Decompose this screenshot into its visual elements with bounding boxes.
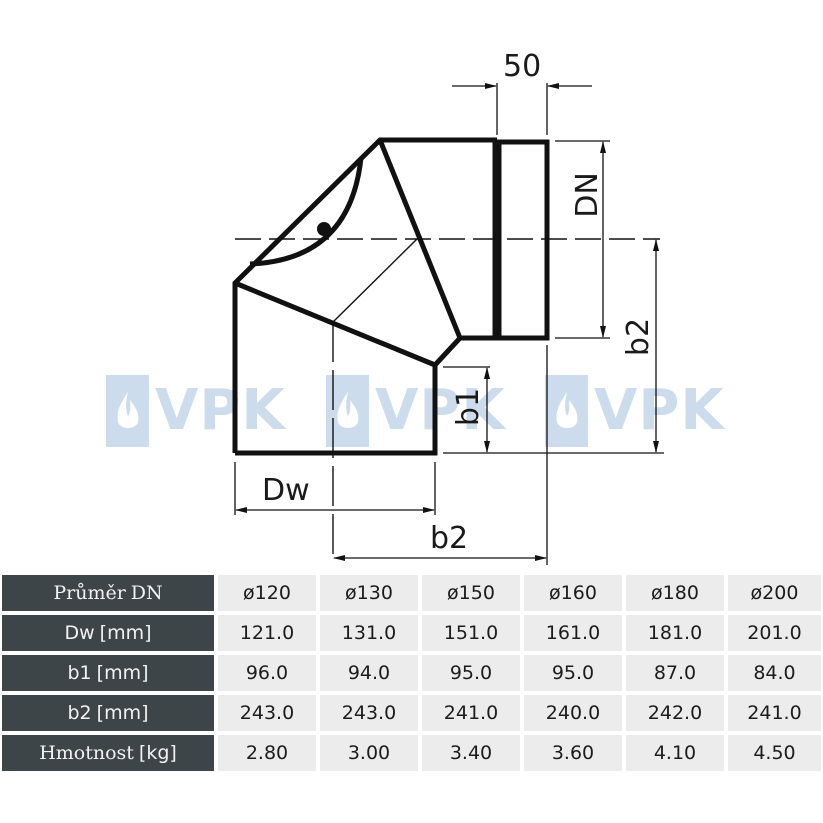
elbow-drawing [232,83,664,565]
table-cell: 121.0 [218,615,316,651]
table-cell: 161.0 [524,615,622,651]
table-cell: ø150 [422,575,520,611]
table-cell: 87.0 [626,655,724,691]
label-dn: DN [569,172,605,218]
table-cell: 242.0 [626,695,724,731]
table-cell: 243.0 [218,695,316,731]
table-cell: 3.60 [524,735,622,771]
row-header: Dw[mm] [2,615,214,651]
table-cell: 3.00 [320,735,418,771]
table-cell: 4.50 [728,735,821,771]
table-cell: 201.0 [728,615,821,651]
table-cell: 94.0 [320,655,418,691]
label-socket-length: 50 [503,49,542,84]
table-cell: ø120 [218,575,316,611]
table-cell: 96.0 [218,655,316,691]
label-b2-horizontal: b2 [430,521,469,556]
row-header: b2[mm] [2,695,214,731]
table-cell: ø180 [626,575,724,611]
table-cell: 241.0 [422,695,520,731]
table-cell: ø130 [320,575,418,611]
table-cell: 4.10 [626,735,724,771]
table-cell: 3.40 [422,735,520,771]
row-header: b1[mm] [2,655,214,691]
table-cell: 243.0 [320,695,418,731]
table-cell: ø200 [728,575,821,611]
table-cell: 95.0 [422,655,520,691]
table-cell: 241.0 [728,695,821,731]
table-cell: 240.0 [524,695,622,731]
table-cell: 151.0 [422,615,520,651]
cover-knob [317,222,331,236]
table-cell: 84.0 [728,655,821,691]
label-dw: Dw [262,473,310,508]
table-cell: ø160 [524,575,622,611]
label-b2-vertical: b2 [621,317,657,357]
row-header: Hmotnost[kg] [2,735,214,771]
table-cell: 181.0 [626,615,724,651]
table-cell: 95.0 [524,655,622,691]
elbow-outline [232,137,550,456]
table-cell: 2.80 [218,735,316,771]
table-cell: 131.0 [320,615,418,651]
label-b1: b1 [451,387,487,427]
